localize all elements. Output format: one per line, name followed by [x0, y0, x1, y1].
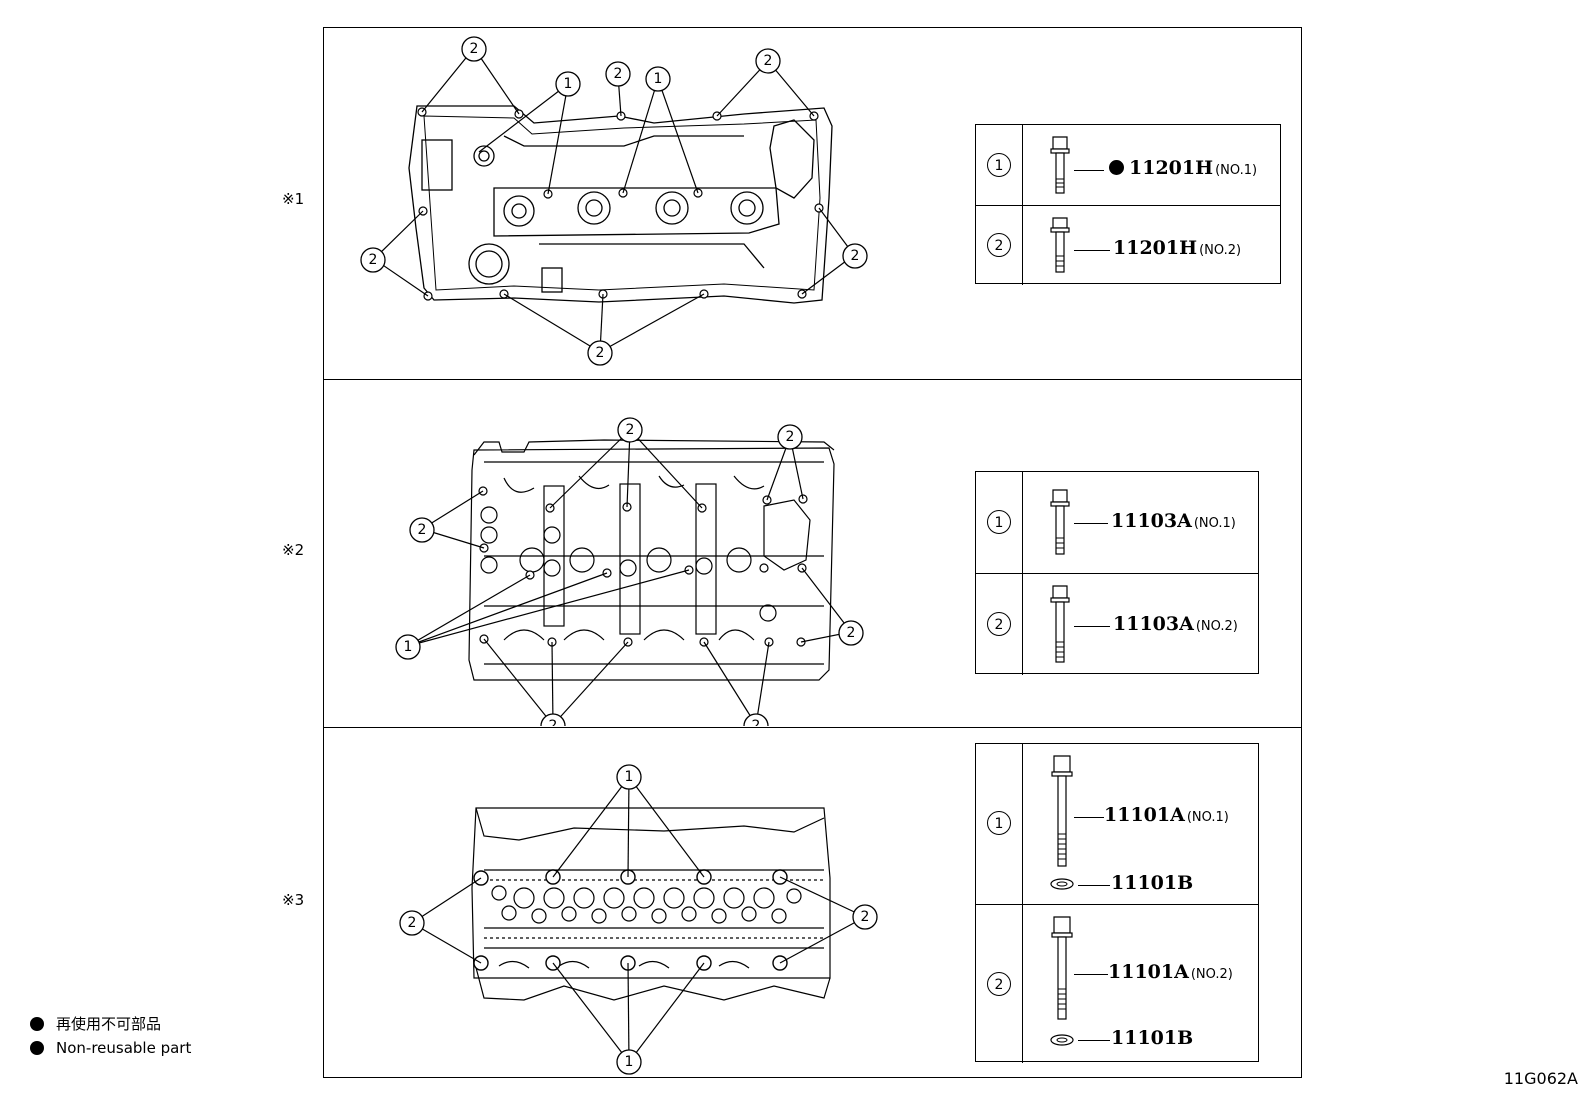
- callout-2: 2: [617, 417, 643, 443]
- cam-cover-drawing: 2 1 2 1 2 2 2 2: [360, 36, 868, 366]
- bolt-icon: [1050, 585, 1070, 663]
- callout-2: 2: [852, 904, 878, 930]
- row-key: 1: [976, 472, 1023, 573]
- svg-text:2: 2: [764, 53, 773, 69]
- non-reusable-dot: [1109, 160, 1124, 175]
- parts-table: 1 11101A(NO.1) 11101B 2 1: [975, 743, 1259, 1063]
- part-code: 11103A(NO.1): [1111, 510, 1236, 532]
- row-key: 1: [976, 744, 1023, 904]
- svg-text:2: 2: [851, 248, 860, 264]
- svg-text:2: 2: [786, 429, 795, 445]
- bolt-icon: [1050, 755, 1074, 890]
- callout-1: 1: [616, 764, 642, 790]
- svg-text:2: 2: [418, 522, 427, 538]
- cam-caps-drawing: 2 2 2 1 2 2 2: [395, 417, 864, 726]
- diagram-frame: ※1: [282, 27, 1302, 1078]
- callout-2: 2: [605, 61, 631, 87]
- callout-1: 1: [616, 1049, 642, 1075]
- callout-markers: 2 1 2 1 2 2 2 2: [360, 36, 868, 366]
- svg-text:2: 2: [549, 718, 558, 726]
- svg-text:1: 1: [625, 1054, 634, 1070]
- callout-2: 2: [755, 48, 781, 74]
- bolt-icon: [1050, 916, 1074, 1046]
- svg-text:2: 2: [408, 915, 417, 931]
- row-key: 2: [976, 905, 1023, 1063]
- callout-1: 1: [395, 634, 421, 660]
- washer-code: 11101B: [1111, 1027, 1194, 1049]
- row-key: 1: [976, 125, 1023, 205]
- legend: 再使用不可部品 Non-reusable part: [30, 1012, 191, 1060]
- washer-code: 11101B: [1111, 872, 1194, 894]
- non-reusable-dot-icon: [30, 1017, 44, 1031]
- svg-text:2: 2: [626, 422, 635, 438]
- svg-text:2: 2: [614, 66, 623, 82]
- callout-2: 2: [540, 713, 566, 726]
- callout-2: 2: [461, 36, 487, 62]
- svg-text:2: 2: [470, 41, 479, 57]
- legend-row-japanese: 再使用不可部品: [30, 1012, 191, 1036]
- callout-2: 2: [587, 340, 613, 366]
- callout-markers: 1 2 2 1: [399, 764, 878, 1075]
- figure-id: 11G062A: [1503, 1069, 1578, 1088]
- part-code: 11101A(NO.1): [1104, 804, 1229, 826]
- row-key: 2: [976, 574, 1023, 675]
- callout-markers: 2 2 2 1 2 2 2: [395, 417, 864, 726]
- cylinder-head-drawing: 1 2 2 1: [399, 764, 878, 1075]
- parts-table: 1 11201H(NO.1) 2 11201H(NO.2): [975, 124, 1281, 285]
- parts-row: 1 11201H(NO.1): [976, 125, 1280, 205]
- svg-text:2: 2: [861, 909, 870, 925]
- bolt-icon: [1050, 489, 1070, 555]
- parts-row: 2 11201H(NO.2): [976, 205, 1280, 285]
- panel-label: ※1: [282, 190, 305, 208]
- callout-2: 2: [409, 517, 435, 543]
- panel-cam-cover: ※1: [282, 28, 1301, 379]
- legend-row-english: Non-reusable part: [30, 1036, 191, 1060]
- svg-text:1: 1: [625, 769, 634, 785]
- parts-row: 2 11101A(NO.2) 11101B: [976, 904, 1258, 1063]
- callout-2: 2: [743, 713, 769, 726]
- svg-text:2: 2: [847, 625, 856, 641]
- callout-2: 2: [360, 247, 386, 273]
- row-key: 2: [976, 206, 1023, 285]
- callout-2: 2: [838, 620, 864, 646]
- callout-1: 1: [645, 66, 671, 92]
- panel-cam-caps: ※2: [282, 379, 1301, 727]
- svg-text:2: 2: [596, 345, 605, 361]
- parts-row: 2 11103A(NO.2): [976, 573, 1258, 675]
- svg-text:1: 1: [404, 639, 413, 655]
- callout-2: 2: [399, 910, 425, 936]
- part-code: 11201H(NO.2): [1113, 237, 1242, 259]
- non-reusable-dot-icon: [30, 1041, 44, 1055]
- panel-label: ※3: [282, 891, 305, 909]
- part-code: 11103A(NO.2): [1113, 613, 1238, 635]
- svg-text:2: 2: [369, 252, 378, 268]
- parts-row: 1 11101A(NO.1) 11101B: [976, 744, 1258, 904]
- panel-cylinder-head: ※3: [282, 727, 1301, 1077]
- svg-text:2: 2: [752, 718, 761, 726]
- part-code: 11101A(NO.2): [1108, 961, 1233, 983]
- svg-text:1: 1: [564, 76, 573, 92]
- callout-2: 2: [842, 243, 868, 269]
- bolt-icon: [1050, 217, 1070, 273]
- parts-row: 1 11103A(NO.1): [976, 472, 1258, 573]
- bolt-icon: [1050, 136, 1070, 194]
- parts-table: 1 11103A(NO.1) 2 11103A(NO.2): [975, 471, 1259, 675]
- callout-2: 2: [777, 424, 803, 450]
- part-code: 11201H(NO.1): [1109, 157, 1257, 179]
- panel-label: ※2: [282, 541, 305, 559]
- callout-1: 1: [555, 71, 581, 97]
- svg-text:1: 1: [654, 71, 663, 87]
